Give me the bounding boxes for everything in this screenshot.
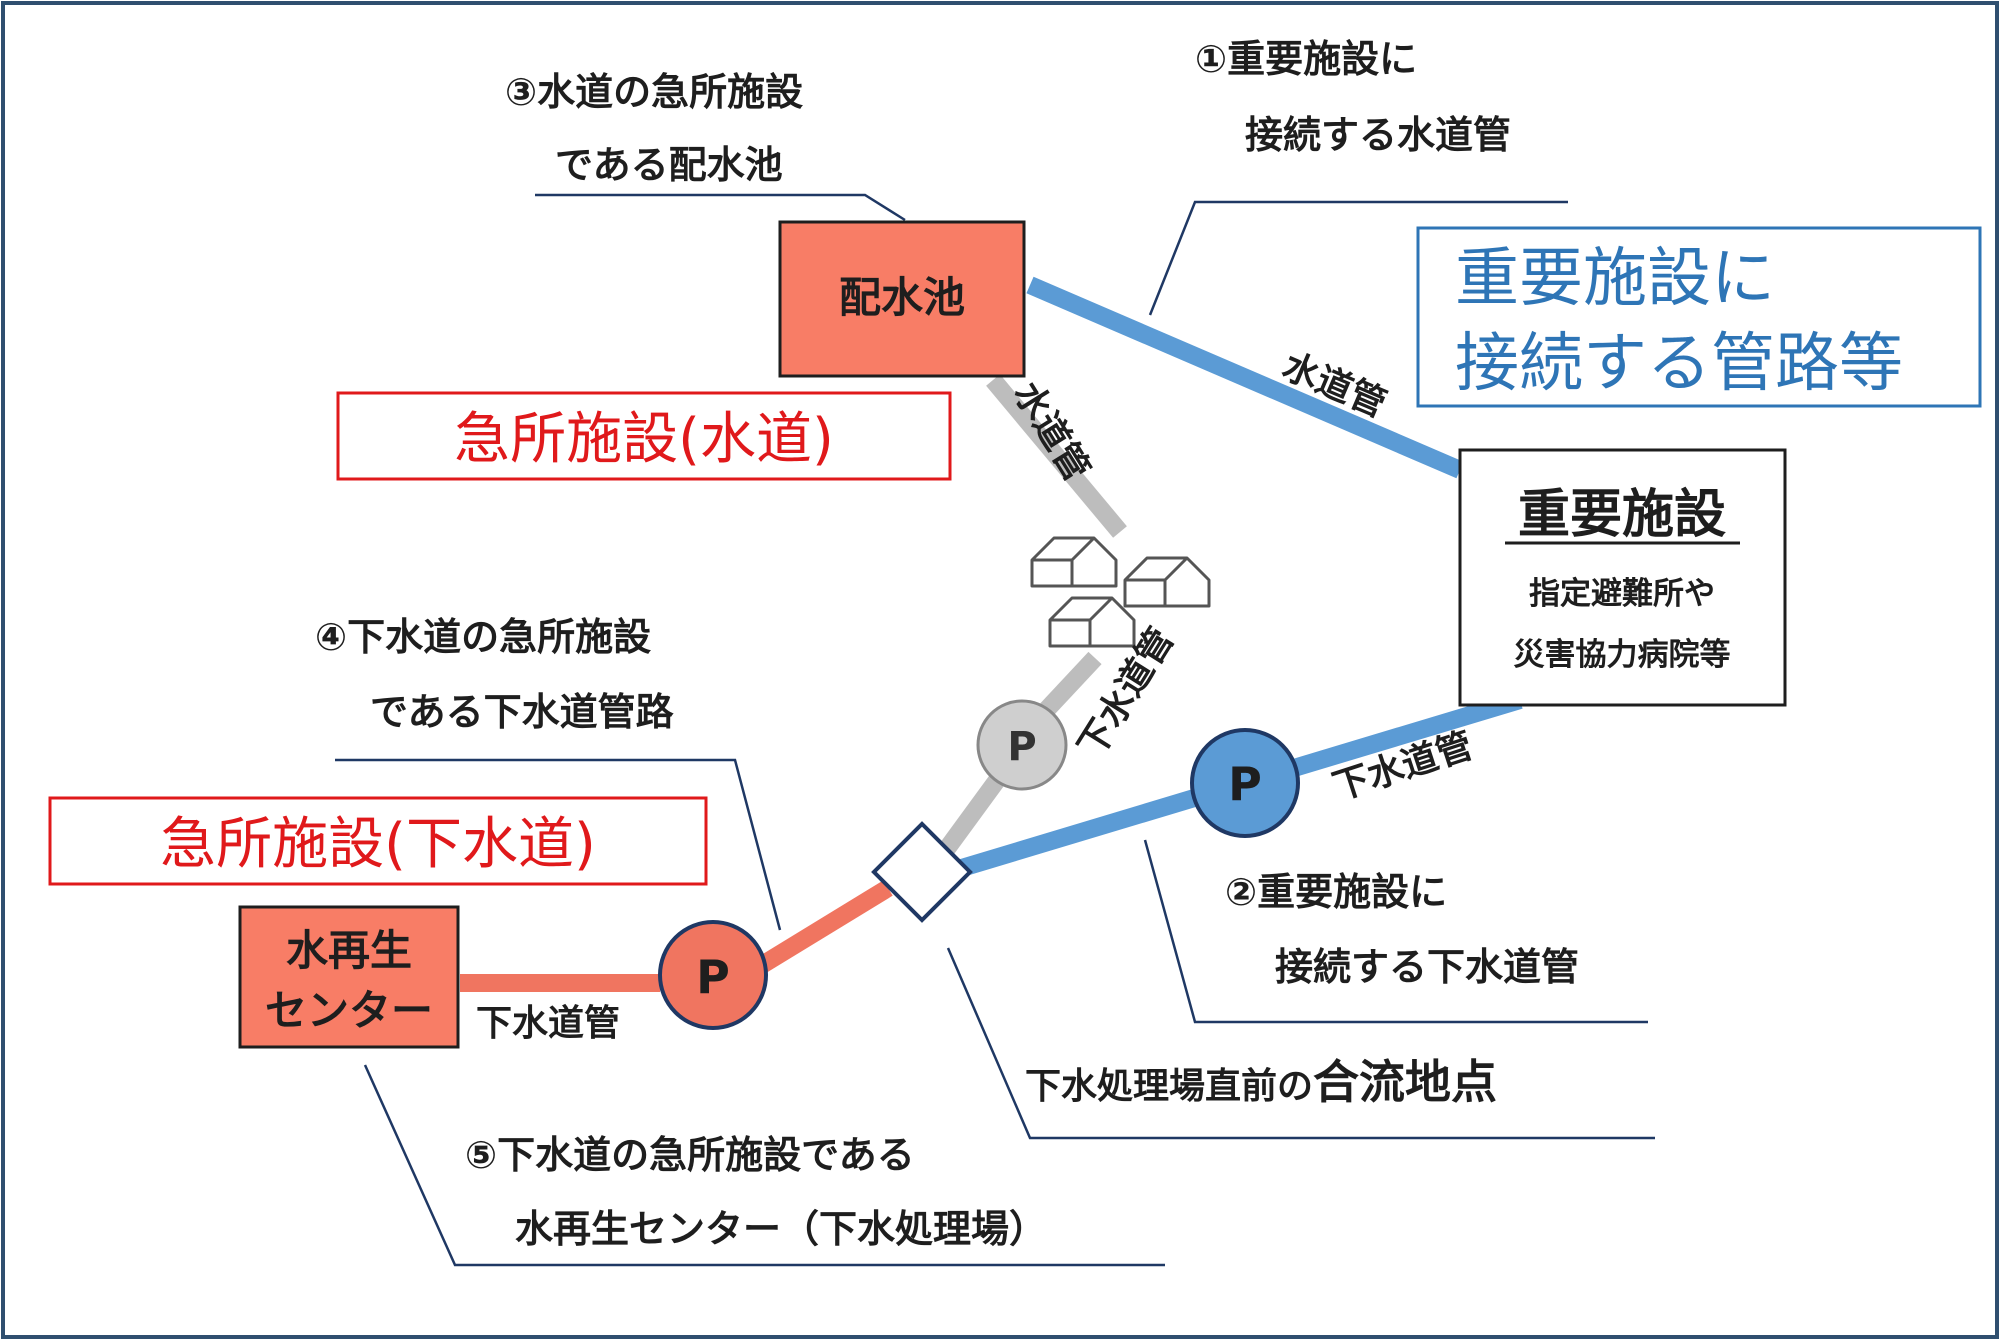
callout-line-4 <box>335 758 782 931</box>
recycle-center-label-1: 水再生 <box>286 926 412 975</box>
reservoir-box <box>778 220 1026 378</box>
junction-annotation-main: 合流地点 <box>1313 1055 1497 1109</box>
houses-icon <box>1030 536 1211 648</box>
annotation-5-line-1: ⑤下水道の急所施設である <box>465 1133 915 1177</box>
water-emergency-key-label: 急所施設(水道) <box>454 407 834 472</box>
important-facility-sub-1: 指定避難所や <box>1529 576 1715 612</box>
annotation-2-line-1: ②重要施設に <box>1225 870 1447 914</box>
junction-point <box>871 821 973 923</box>
important-facility-title: 重要施設 <box>1518 485 1726 545</box>
callout-line-junction <box>946 947 1655 1140</box>
important-pipes-key-line-2: 接続する管路等 <box>1455 327 1903 401</box>
sewer-pipe-red-label: 下水道管 <box>476 1003 620 1044</box>
callout-line-2 <box>1143 839 1648 1024</box>
recycle-center-label-2: センター <box>265 986 433 1035</box>
annotation-3-line-1: ③水道の急所施設 <box>505 70 803 114</box>
pump-red: P <box>658 920 768 1030</box>
pump-blue: P <box>1190 728 1300 838</box>
reservoir-label: 配水池 <box>839 273 965 322</box>
water-pipe-to-important <box>1026 276 1464 479</box>
sewer-emergency-key-label: 急所施設(下水道) <box>160 812 596 877</box>
annotation-4-line-2: である下水道管路 <box>370 690 675 734</box>
water-pipe-gray <box>986 374 1127 538</box>
callout-line-3 <box>535 193 906 222</box>
pump-blue-label: P <box>1228 757 1262 811</box>
annotation-1-line-2: 接続する水道管 <box>1245 113 1511 157</box>
junction-annotation-prefix: 下水処理場直前の <box>1025 1066 1313 1107</box>
pump-red-label: P <box>696 950 730 1004</box>
water-emergency-key <box>336 391 952 481</box>
important-facility-box <box>1458 448 1787 707</box>
annotation-1-line-1: ①重要施設に <box>1195 37 1417 81</box>
water-pipe-gray-label: 水道管 <box>1005 375 1097 488</box>
pump-gray: P <box>976 699 1068 791</box>
annotation-3-line-2: である配水池 <box>555 143 783 187</box>
annotation-2-line-2: 接続する下水道管 <box>1275 945 1579 989</box>
important-facility-sub-2: 災害協力病院等 <box>1514 637 1731 673</box>
callout-line-1 <box>1148 200 1568 316</box>
annotation-5-line-2: 水再生センター（下水処理場） <box>515 1207 1047 1251</box>
sewer-emergency-key <box>48 796 708 886</box>
callout-line-5 <box>363 1064 1165 1267</box>
recycle-center-box <box>238 905 460 1049</box>
junction-annotation: 下水処理場直前の合流地点 <box>1025 1055 1497 1109</box>
sewer-pipe-red-upper <box>757 880 893 973</box>
pump-gray-label: P <box>1007 724 1036 770</box>
important-pipes-key <box>1416 226 1982 408</box>
annotation-4-line-1: ④下水道の急所施設 <box>315 615 651 659</box>
important-pipes-key-line-1: 重要施設に <box>1455 242 1775 316</box>
